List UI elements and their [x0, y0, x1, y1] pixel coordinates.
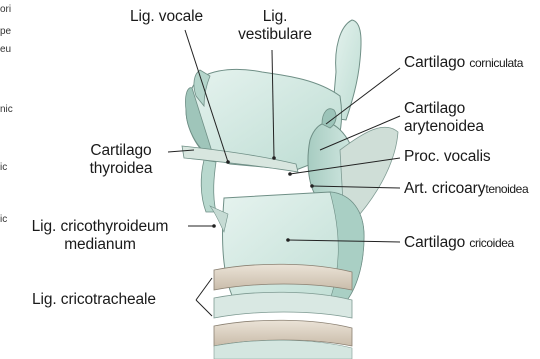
label-lig-vestibulare-line2: vestibulare — [232, 26, 318, 44]
label-lig-vocale-text: Lig. vocale — [130, 8, 203, 25]
label-lig-cricothyroideum-line2: medianum — [12, 236, 188, 254]
label-lig-vestibulare-line1: Lig. — [232, 8, 318, 26]
label-cartilago-cricoidea: Cartilago cricoidea — [404, 234, 514, 252]
tracheal-ring — [214, 292, 352, 318]
label-cartilago-cricoidea-word1: Cartilago — [404, 234, 469, 251]
label-art-cricoarytenoidea-part2: tenoidea — [485, 182, 528, 196]
label-cartilago-arytenoidea-line1: Cartilago — [404, 100, 484, 118]
leader-dot — [212, 224, 216, 228]
label-cartilago-corniculata: Cartilago corniculata — [404, 54, 523, 72]
leader-lig-cricotracheale-b — [196, 300, 212, 316]
label-lig-cricothyroideum-line1: Lig. cricothyroideum — [12, 218, 188, 236]
leader-dot — [288, 172, 292, 176]
label-cartilago-arytenoidea-line2: arytenoidea — [404, 118, 484, 136]
label-lig-cricotracheale-text: Lig. cricotracheale — [32, 291, 156, 308]
label-art-cricoarytenoidea: Art. cricoarytenoidea — [404, 180, 528, 198]
label-cartilago-cricoidea-word2: cricoidea — [469, 236, 513, 250]
label-lig-vocale: Lig. vocale — [130, 8, 203, 26]
label-lig-vestibulare: Lig. vestibulare — [232, 8, 318, 44]
label-proc-vocalis-text: Proc. vocalis — [404, 148, 491, 165]
leader-lig-cricotracheale-a — [196, 278, 212, 300]
label-cartilago-corniculata-word2: corniculata — [469, 56, 523, 70]
label-cartilago-corniculata-word1: Cartilago — [404, 54, 465, 71]
label-cartilago-thyroidea: Cartilago thyroidea — [76, 142, 166, 178]
leader-dot — [272, 156, 276, 160]
label-art-cricoarytenoidea-part1: Art. cricoary — [404, 180, 485, 197]
label-lig-cricotracheale: Lig. cricotracheale — [32, 291, 156, 309]
label-lig-cricothyroideum: Lig. cricothyroideum medianum — [12, 218, 188, 254]
label-cartilago-thyroidea-line2: thyroidea — [76, 160, 166, 178]
thyroid-inferior-horn — [201, 160, 216, 212]
label-cartilago-thyroidea-line1: Cartilago — [76, 142, 166, 160]
leader-dot — [310, 184, 314, 188]
label-proc-vocalis: Proc. vocalis — [404, 148, 491, 166]
leader-dot — [286, 238, 290, 242]
leader-dot — [226, 160, 230, 164]
label-cartilago-arytenoidea: Cartilago arytenoidea — [404, 100, 484, 136]
